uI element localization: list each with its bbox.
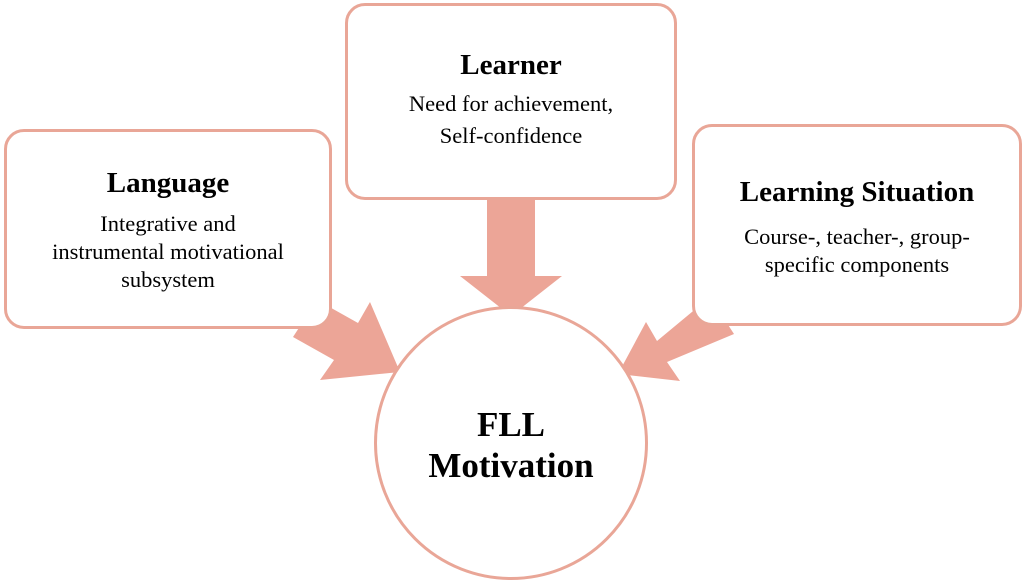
learner-title: Learner bbox=[460, 49, 562, 81]
learning-situation-title: Learning Situation bbox=[739, 176, 975, 208]
language-description-line: instrumental motivational bbox=[52, 239, 284, 264]
language-description-line: subsystem bbox=[121, 267, 215, 292]
fll-motivation-line: FLL bbox=[476, 405, 546, 444]
language-description-line: Integrative and bbox=[100, 211, 236, 236]
fll-motivation-circle: FLL Motivation bbox=[374, 306, 648, 580]
learning-situation-box: Learning Situation Course-, teacher-, gr… bbox=[692, 124, 1022, 326]
learner-description-line: Need for achievement, bbox=[408, 91, 614, 116]
fll-motivation-line: Motivation bbox=[428, 446, 594, 485]
fll-motivation-label: FLL Motivation bbox=[428, 404, 593, 486]
learning-situation-description: Course-, teacher-, group- specific compo… bbox=[695, 223, 1019, 279]
language-title: Language bbox=[106, 167, 230, 199]
learner-description-line: Self-confidence bbox=[439, 123, 583, 148]
language-box: Language Integrative and instrumental mo… bbox=[4, 129, 332, 329]
learning-situation-description-line: Course-, teacher-, group- bbox=[744, 224, 970, 249]
language-description: Integrative and instrumental motivationa… bbox=[7, 210, 329, 294]
learner-box: Learner Need for achievement, Self-confi… bbox=[345, 3, 677, 200]
arrow-learner-to-motivation bbox=[460, 197, 562, 316]
learning-situation-description-line: specific components bbox=[764, 252, 950, 277]
learner-description: Need for achievement, Self-confidence bbox=[348, 88, 674, 152]
